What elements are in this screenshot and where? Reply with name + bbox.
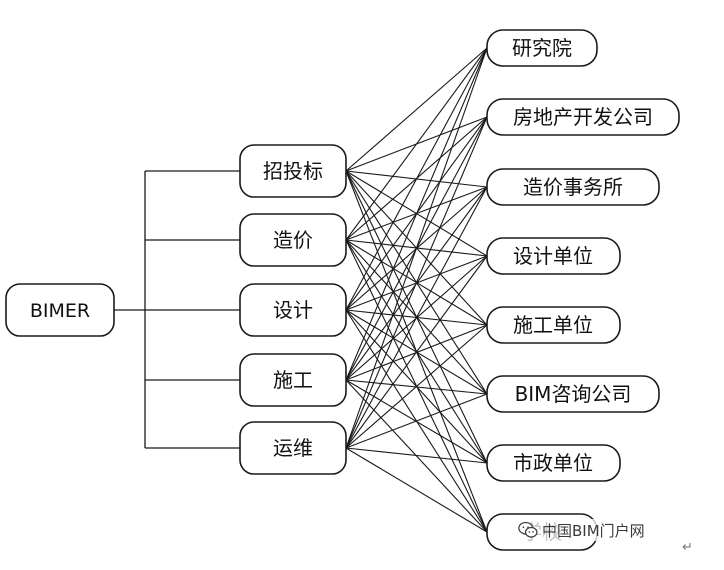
connection-line [345, 447, 488, 533]
connection-line [345, 255, 488, 449]
employer-label-bim-consulting: BIM咨询公司 [515, 382, 632, 406]
root-branch-lines [114, 170, 240, 449]
employer-node-design-unit: 设计单位 [486, 237, 621, 275]
role-label-cost: 造价 [273, 228, 313, 252]
employer-label-research-institute: 研究院 [512, 36, 572, 60]
connection-line [345, 47, 488, 381]
employer-label-design-unit: 设计单位 [513, 244, 593, 268]
role-label-bidding: 招投标 [263, 159, 323, 183]
connection-line [345, 47, 488, 241]
root-label: BIMER [30, 300, 90, 322]
role-node-cost: 造价 [239, 213, 347, 267]
role-node-bidding: 招投标 [239, 144, 347, 198]
connection-line [345, 393, 488, 449]
connection-line [345, 47, 488, 449]
role-node-construction: 施工 [239, 353, 347, 407]
employer-label-developer: 房地产开发公司 [513, 105, 653, 129]
connection-line [345, 324, 488, 449]
employer-label-cost-firm: 造价事务所 [523, 175, 623, 199]
role-node-operation: 运维 [239, 421, 347, 475]
role-label-operation: 运维 [273, 436, 313, 460]
watermark-badge: 中国BIM门户网 [514, 519, 648, 541]
connection-line [345, 47, 488, 172]
employer-node-municipal-unit: 市政单位 [486, 444, 621, 482]
role-label-design: 设计 [273, 298, 313, 322]
wechat-icon [518, 521, 538, 538]
employer-label-municipal-unit: 市政单位 [513, 451, 593, 475]
employer-node-cost-firm: 造价事务所 [486, 168, 660, 206]
connection-line [345, 186, 488, 449]
employer-node-research-institute: 研究院 [486, 29, 598, 67]
employer-node-construction-unit: 施工单位 [486, 306, 621, 344]
connection-lines [345, 47, 488, 533]
role-label-construction: 施工 [273, 368, 313, 392]
connection-line [345, 447, 488, 464]
connection-line [345, 47, 488, 311]
role-node-design: 设计 [239, 283, 347, 337]
watermark-text: 中国BIM门户网 [542, 521, 645, 540]
employer-node-bim-consulting: BIM咨询公司 [486, 375, 660, 413]
root-node: BIMER [5, 283, 115, 337]
connection-line [345, 116, 488, 449]
employer-label-construction-unit: 施工单位 [513, 313, 593, 337]
paragraph-mark: ↵ [682, 540, 693, 555]
employer-node-developer: 房地产开发公司 [486, 98, 680, 136]
